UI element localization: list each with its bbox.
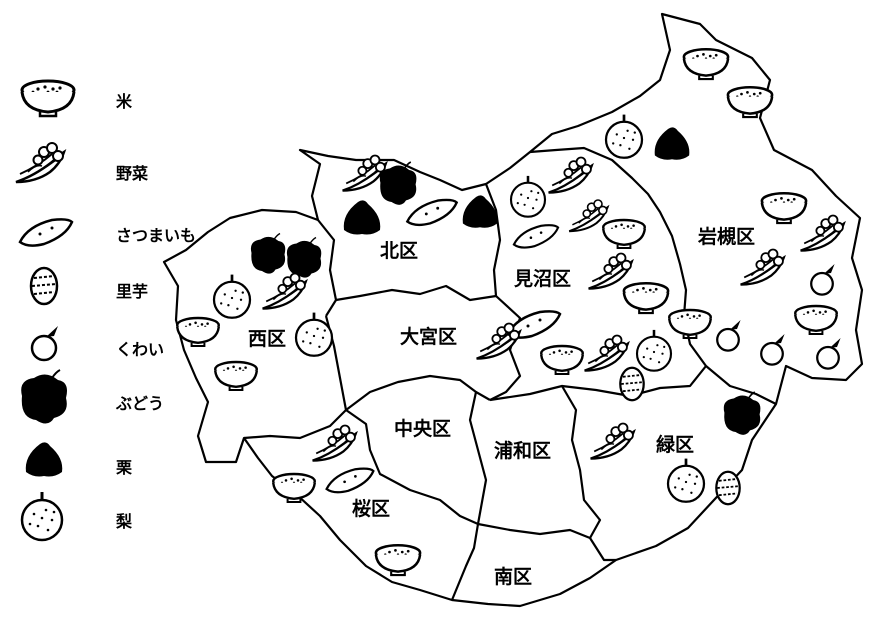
grapes-icon bbox=[722, 391, 762, 436]
ward-label-nishi: 西区 bbox=[246, 328, 289, 350]
taro-icon bbox=[29, 266, 59, 306]
vegetables-icon bbox=[568, 198, 609, 233]
rice-bowl-icon bbox=[682, 47, 730, 81]
pear-icon bbox=[212, 273, 252, 320]
vegetables-icon bbox=[587, 252, 633, 290]
map-symbols bbox=[175, 47, 845, 577]
vegetables-icon bbox=[475, 322, 521, 360]
pear-icon bbox=[509, 174, 547, 218]
sweet-potato-icon bbox=[406, 198, 458, 227]
ward-label-omiya: 大宮区 bbox=[398, 326, 460, 348]
ward-label-midori: 緑区 bbox=[654, 434, 697, 456]
ward-label-minami: 南区 bbox=[492, 566, 535, 588]
vegetables-icon bbox=[341, 154, 387, 192]
pear-icon bbox=[20, 490, 64, 542]
sweet-potato-icon bbox=[512, 224, 560, 249]
pear-icon bbox=[604, 113, 644, 160]
rice-bowl-icon bbox=[20, 79, 76, 118]
legend-label-rice: 米 bbox=[116, 92, 133, 111]
rice-bowl-icon bbox=[540, 344, 584, 376]
rice-bowl-icon bbox=[602, 218, 646, 250]
legend-label-sweet-potato: さつまいも bbox=[116, 226, 197, 245]
chestnut-icon bbox=[654, 127, 690, 160]
legend-label-taro: 里芋 bbox=[116, 282, 149, 301]
ward-label-kita: 北区 bbox=[378, 240, 421, 262]
legend-label-vegetables: 野菜 bbox=[116, 164, 149, 183]
kuwai-icon bbox=[30, 324, 60, 362]
vegetables-icon bbox=[261, 272, 307, 310]
rice-bowl-icon bbox=[794, 304, 838, 336]
rice-bowl-icon bbox=[622, 281, 670, 315]
kuwai-icon bbox=[716, 318, 742, 352]
ward-label-chuo: 中央区 bbox=[392, 418, 454, 440]
sweet-potato-icon bbox=[325, 467, 375, 494]
vegetables-icon bbox=[547, 156, 593, 194]
vegetables-icon bbox=[739, 248, 785, 286]
rice-bowl-icon bbox=[213, 360, 258, 392]
legend-label-pear: 梨 bbox=[116, 512, 133, 531]
ward-label-urawa: 浦和区 bbox=[492, 440, 554, 462]
grapes-icon bbox=[20, 369, 68, 425]
rice-bowl-icon bbox=[175, 316, 221, 348]
kuwai-icon bbox=[816, 336, 842, 370]
legend-label-grapes: ぶどう bbox=[116, 394, 165, 413]
rice-bowl-icon bbox=[760, 191, 808, 225]
vegetables-icon bbox=[589, 422, 635, 460]
legend-label-kuwai: くわい bbox=[116, 340, 165, 359]
rice-bowl-icon bbox=[668, 308, 712, 340]
kuwai-icon bbox=[760, 332, 786, 366]
rice-bowl-icon bbox=[374, 543, 422, 577]
ward-label-sakura: 桜区 bbox=[350, 498, 393, 520]
kuwai-icon bbox=[810, 262, 836, 296]
vegetables-icon bbox=[799, 214, 845, 252]
rice-bowl-icon bbox=[272, 472, 316, 504]
grapes-icon bbox=[250, 232, 286, 275]
city-outline bbox=[162, 12, 864, 608]
rice-bowl-icon bbox=[726, 85, 774, 119]
ward-label-minuma: 見沼区 bbox=[512, 268, 574, 290]
grapes-icon bbox=[286, 236, 322, 279]
vegetables-icon bbox=[583, 334, 629, 372]
taro-icon bbox=[619, 366, 645, 402]
chestnut-icon bbox=[343, 200, 381, 235]
legend-label-chestnut: 栗 bbox=[116, 458, 133, 477]
pear-icon bbox=[635, 328, 673, 372]
ward-label-iwatsuki: 岩槻区 bbox=[696, 226, 758, 248]
pear-icon bbox=[666, 457, 706, 504]
legend bbox=[14, 79, 76, 542]
sweet-potato-icon bbox=[18, 218, 74, 247]
vegetables-icon bbox=[14, 141, 66, 184]
chestnut-icon bbox=[25, 442, 63, 477]
taro-icon bbox=[715, 470, 741, 506]
